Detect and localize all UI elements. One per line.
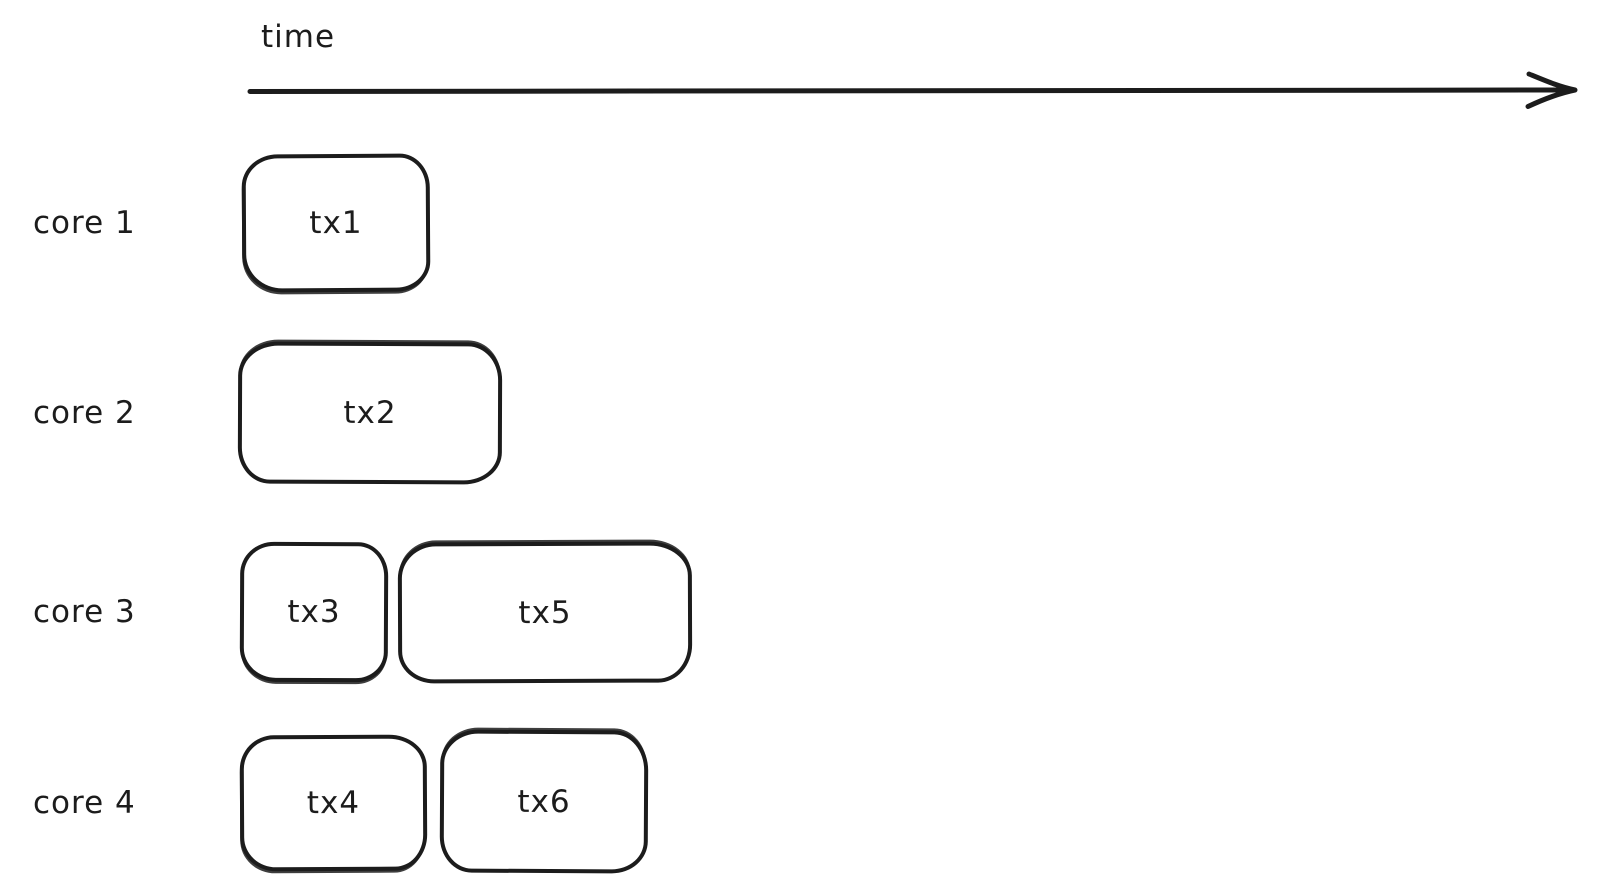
task-block-tx2: tx2 xyxy=(237,341,503,485)
task-block-tx5: tx5 xyxy=(397,541,693,684)
task-block-label: tx4 xyxy=(306,784,361,822)
task-block-tx6: tx6 xyxy=(439,729,649,874)
task-block-label: tx5 xyxy=(518,594,572,631)
task-block-label: tx3 xyxy=(287,593,341,631)
row-label-core-2: core 2 xyxy=(33,395,136,431)
task-block-label: tx1 xyxy=(309,204,363,242)
task-block-tx1: tx1 xyxy=(241,153,431,293)
row-label-core-1: core 1 xyxy=(33,205,136,241)
task-block-label: tx2 xyxy=(343,394,397,432)
task-block-label: tx6 xyxy=(517,783,571,820)
task-block-tx3: tx3 xyxy=(239,541,389,683)
time-axis-label: time xyxy=(261,19,336,55)
row-label-core-4: core 4 xyxy=(33,785,136,821)
row-label-core-3: core 3 xyxy=(33,594,136,630)
task-block-tx4: tx4 xyxy=(239,734,428,872)
